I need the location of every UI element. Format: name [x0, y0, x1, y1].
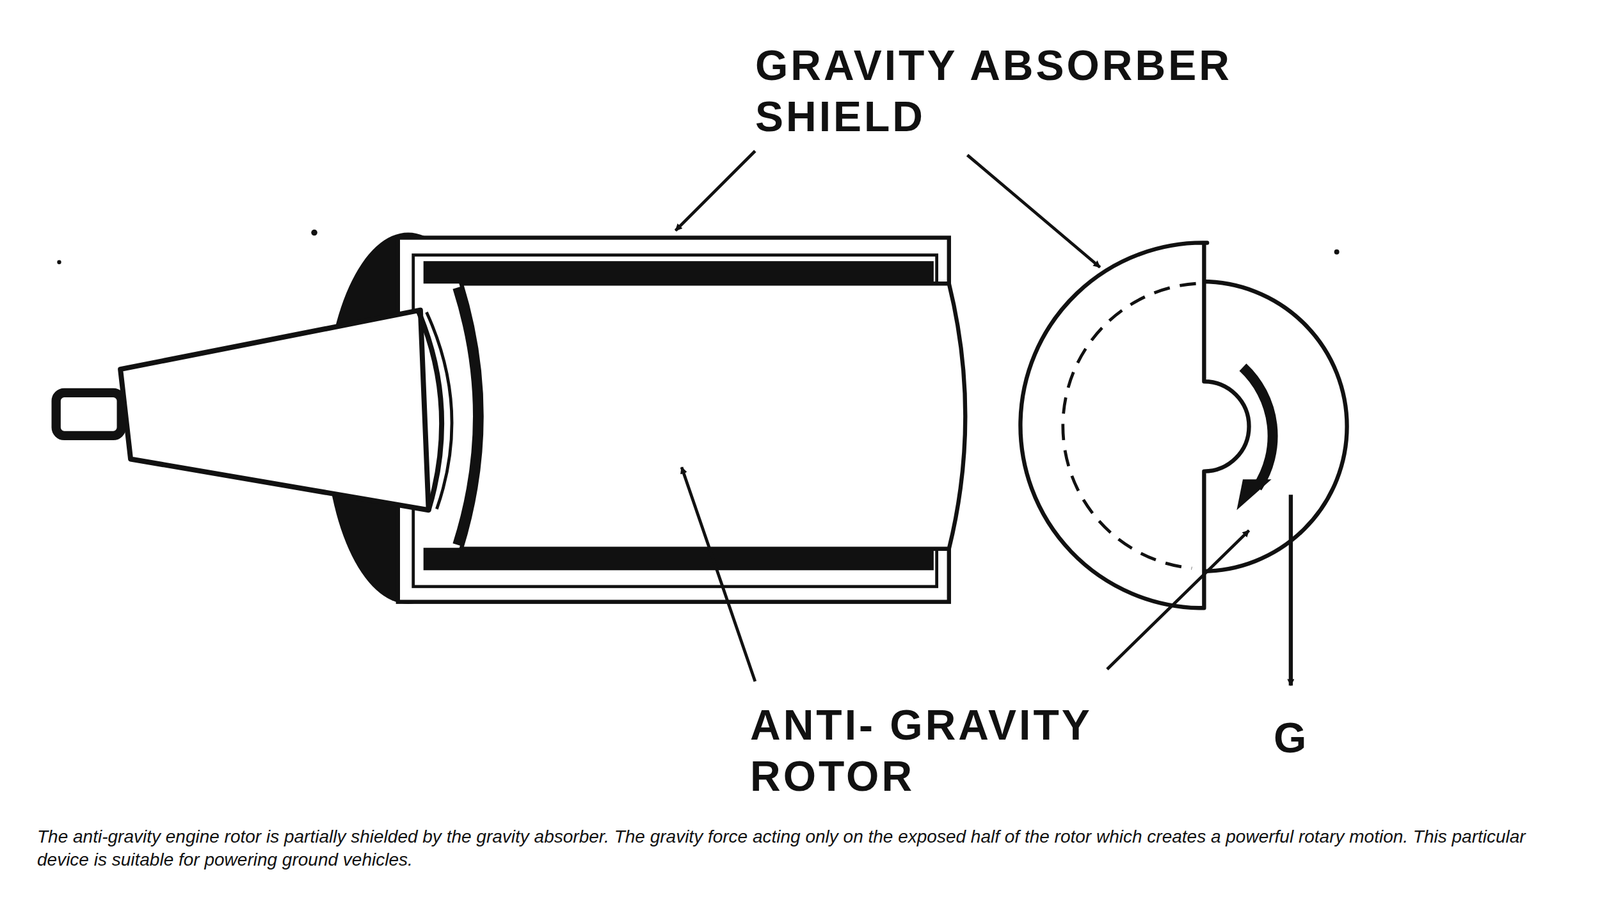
figure-caption-slot: The anti-gravity engine rotor is partial… — [37, 825, 1580, 872]
shaft-end — [56, 392, 122, 436]
figure-caption: The anti-gravity engine rotor is partial… — [37, 825, 1580, 872]
shield-half-disk — [1020, 242, 1249, 608]
part-label-slot: ANTI- GRAVITY ROTOR — [750, 699, 1147, 802]
rotor-side-view — [56, 232, 966, 605]
rotor-end-view — [1020, 242, 1347, 686]
rotation-arrow — [1236, 479, 1272, 511]
force-label: G — [1273, 712, 1351, 764]
force-label-slot: G — [1273, 712, 1351, 764]
gravity-arrow — [1288, 494, 1293, 686]
shaft-cone — [120, 310, 429, 511]
leader-lines — [675, 151, 1249, 682]
part-label: ANTI- GRAVITY ROTOR — [750, 699, 1147, 802]
part-label-slot: GRAVITY ABSORBER SHIELD — [755, 39, 1306, 143]
specks — [56, 229, 1339, 265]
rotor-body — [461, 283, 966, 550]
part-label: GRAVITY ABSORBER SHIELD — [755, 39, 1306, 143]
